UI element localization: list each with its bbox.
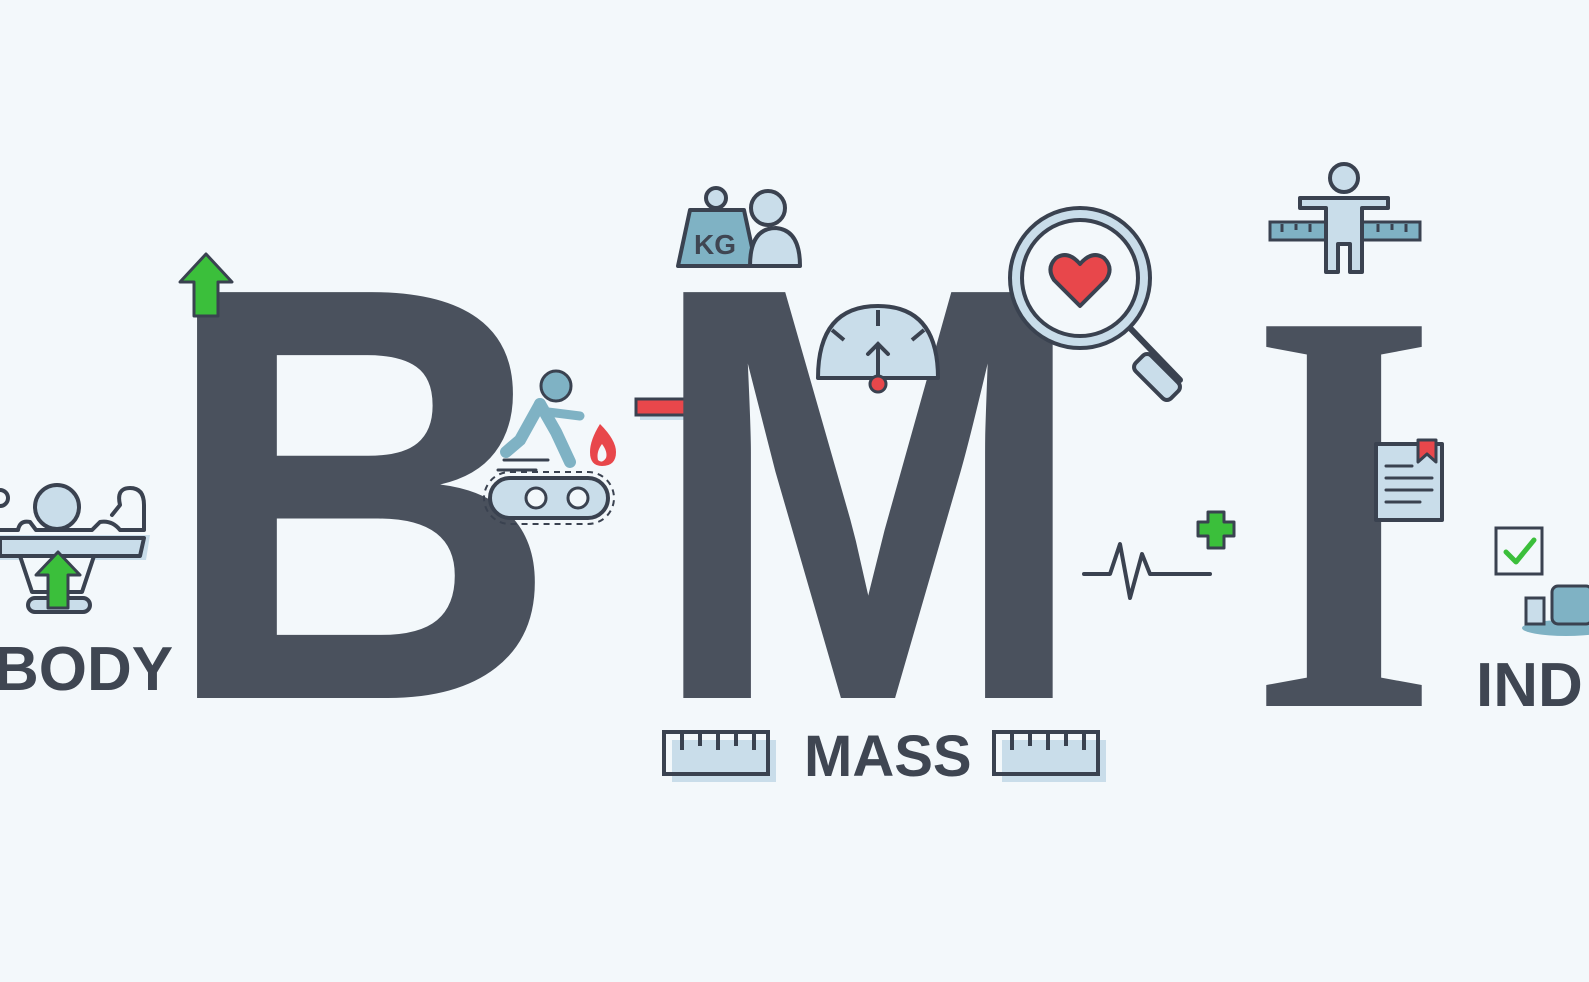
ruler-icon <box>992 730 1106 782</box>
plus-icon <box>1196 510 1236 550</box>
checkbox-icon <box>1494 526 1544 576</box>
arrow-up-icon <box>34 550 82 610</box>
word-index: IND <box>1476 651 1583 720</box>
magnifier-heart-icon <box>1008 206 1183 402</box>
person-icon <box>1522 584 1589 636</box>
weight-label: KG <box>694 229 736 260</box>
person-icon <box>748 189 802 268</box>
word-mass: MASS <box>804 724 972 789</box>
ruler-person-icon <box>1268 162 1422 274</box>
weight-kg-icon: KG <box>676 186 758 268</box>
ruler-icon <box>662 730 776 782</box>
clipboard-document-icon <box>1374 438 1444 522</box>
heartbeat-line-icon <box>1082 542 1212 600</box>
flexing-person-icon <box>0 483 150 614</box>
flame-icon <box>590 424 616 466</box>
word-body: BODY <box>0 635 173 704</box>
arrow-up-icon <box>178 252 234 318</box>
treadmill-runner-icon <box>483 369 615 525</box>
minus-bar-icon <box>634 397 690 420</box>
scale-gauge-icon <box>816 304 940 394</box>
